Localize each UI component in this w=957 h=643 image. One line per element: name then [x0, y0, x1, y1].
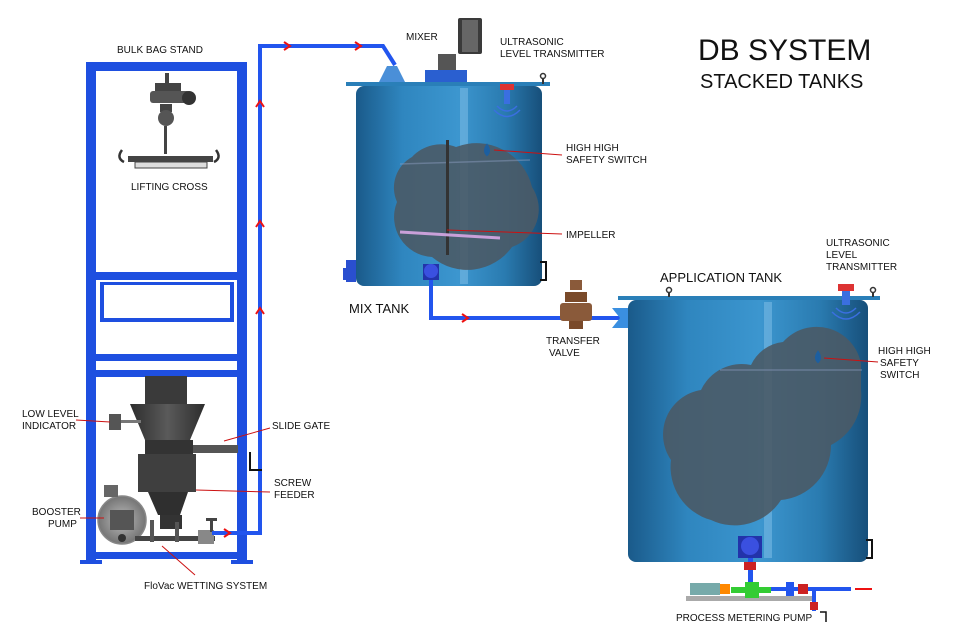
screw-feeder-label-1: SCREW — [274, 478, 312, 489]
high-high-switch-2 — [815, 350, 821, 364]
ultrasonic-2-label-1: ULTRASONIC — [826, 238, 890, 249]
mix-tank-left-bracket — [343, 268, 350, 280]
low-level-indicator — [109, 414, 141, 430]
application-tank-label: APPLICATION TANK — [660, 270, 782, 285]
application-tank-vent — [665, 286, 673, 297]
high-high-switch-1 — [484, 143, 490, 157]
ultrasonic-1-label-2: LEVEL TRANSMITTER — [500, 49, 604, 60]
mix-tank-liquid-line — [399, 159, 531, 165]
mix-tank-leaders — [446, 149, 563, 235]
flovac-label: FloVac WETTING SYSTEM — [144, 581, 267, 592]
slide-gate-label: SLIDE GATE — [272, 421, 330, 432]
mixer-shaft — [446, 140, 449, 255]
process-metering-pump — [686, 558, 872, 622]
hh-switch-2-label-1: HIGH HIGH — [878, 346, 931, 357]
mix-tank-inlet — [379, 66, 405, 82]
ultrasonic-2-label-2: LEVEL — [826, 250, 858, 261]
booster-pump-label-1: BOOSTER — [32, 507, 81, 518]
diagram-title: DB SYSTEM — [698, 34, 871, 67]
booster-pump-label-2: PUMP — [48, 519, 77, 530]
impeller — [399, 230, 501, 240]
slide-gate-bracket — [249, 452, 262, 471]
application-tank-inlet — [612, 308, 628, 328]
transfer-valve — [560, 280, 592, 329]
impeller-label: IMPELLER — [566, 230, 615, 241]
feed-pipe — [212, 44, 397, 535]
hopper — [130, 376, 238, 529]
mixer-label: MIXER — [406, 32, 438, 43]
hh-switch-1-label-1: HIGH HIGH — [566, 143, 619, 154]
hh-switch-2-label-2: SAFETY — [880, 358, 919, 369]
high-high-switch-2-leader — [823, 357, 879, 363]
process-metering-pump-label: PROCESS METERING PUMP — [676, 613, 812, 624]
flovac-piping — [135, 518, 217, 544]
mix-tank-outlet — [423, 264, 439, 280]
booster-pump — [97, 485, 147, 545]
low-level-indicator-label-2: INDICATOR — [22, 421, 76, 432]
hh-switch-2-label-3: SWITCH — [880, 370, 919, 381]
bulk-bag-stand — [80, 62, 253, 564]
application-tank-liquid — [663, 326, 862, 526]
ultrasonic-transmitter-1 — [493, 72, 547, 118]
diagram-subtitle: STACKED TANKS — [700, 71, 863, 93]
hh-switch-1-label-2: SAFETY SWITCH — [566, 155, 647, 166]
transfer-valve-label-1: TRANSFER — [546, 336, 600, 347]
screw-feeder-label-2: FEEDER — [274, 490, 315, 501]
ultrasonic-2-label-3: TRANSMITTER — [826, 262, 897, 273]
low-level-indicator-label-1: LOW LEVEL — [22, 409, 79, 420]
lifting-cross-label: LIFTING CROSS — [131, 182, 208, 193]
bulk-bag-stand-label: BULK BAG STAND — [117, 45, 203, 56]
transfer-valve-label-2: VALVE — [549, 348, 580, 359]
feed-pipe-flow-arrows — [223, 41, 363, 538]
mixer — [425, 18, 482, 82]
ultrasonic-transmitter-2 — [831, 284, 877, 320]
application-tank-bracket — [866, 539, 873, 559]
left-leader-lines — [75, 419, 271, 576]
mix-tank-label: MIX TANK — [349, 301, 410, 316]
application-tank-outlet — [738, 536, 762, 558]
lifting-cross — [118, 73, 220, 169]
transfer-pipe-flow-arrow — [461, 313, 470, 323]
mix-tank-bracket — [540, 261, 547, 281]
mix-tank-liquid — [393, 143, 539, 270]
ultrasonic-1-label-1: ULTRASONIC — [500, 37, 564, 48]
